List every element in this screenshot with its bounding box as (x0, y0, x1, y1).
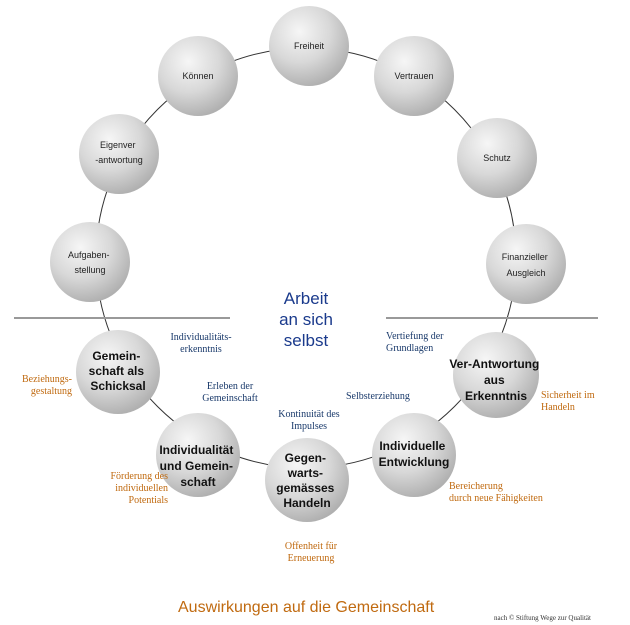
node-eigenverantwortung-line-2: -antwortung (95, 155, 143, 165)
node-gemeinschaft-schicksal-line-1: Gemein- (92, 349, 140, 363)
center-title-line-1: Arbeit (283, 289, 329, 308)
node-individualitaet-gemeinschaft-line-3: schaft (180, 475, 215, 489)
node-label-eigenverantwortung: Eigenver -antwortung (95, 140, 143, 165)
center-title-line-2: an sich (279, 310, 333, 329)
node-gemeinschaft-schicksal-line-3: Schicksal (90, 379, 145, 393)
node-eigenverantwortung-line-1: Eigenver (100, 140, 136, 150)
node-gegenwartsgemaesses-handeln-line-2: warts- (287, 466, 323, 480)
node-finanzieller-ausgleich-line-1: Finanzieller (502, 252, 548, 262)
node-gemeinschaft-schicksal: Gemein- schaft als Schicksal (76, 330, 160, 414)
node-label-schutz: Schutz (483, 153, 511, 163)
node-label-individuelle-entwicklung: Individuelle Entwicklung (379, 439, 450, 469)
node-label-gegenwartsgemaesses-handeln: Gegen- warts- gemässes Handeln (276, 451, 337, 510)
annotation-individualitaetserkenntnis: Individualitäts- erkenntnis (170, 332, 232, 355)
cycle-ring (95, 47, 517, 469)
annotation-sicherheit: Sicherheit im Handeln (541, 390, 595, 413)
node-aufgabenstellung-line-1: Aufgaben- (68, 250, 110, 260)
node-gegenwartsgemaesses-handeln-line-1: Gegen- (285, 451, 326, 465)
annotation-offenheit: Offenheit für Erneuerung (284, 541, 338, 564)
node-verantwortung-erkenntnis-line-2: aus (484, 373, 505, 387)
footer-title: Auswirkungen auf die Gemeinschaft (178, 599, 435, 616)
node-label-aufgabenstellung: Aufgaben- stellung (68, 250, 112, 275)
node-gegenwartsgemaesses-handeln-line-4: Handeln (283, 496, 330, 510)
annotation-erleben: Erleben der Gemeinschaft (202, 381, 258, 404)
node-finanzieller-ausgleich: Finanzieller Ausgleich (486, 224, 566, 304)
node-vertrauen: Vertrauen (374, 36, 454, 116)
node-koennen: Können (158, 36, 238, 116)
node-gemeinschaft-schicksal-line-2: schaft als (89, 364, 145, 378)
node-verantwortung-erkenntnis-line-3: Erkenntnis (465, 389, 527, 403)
node-individualitaet-gemeinschaft-line-2: und Gemein- (160, 459, 233, 473)
node-label-koennen: Können (182, 71, 213, 81)
node-label-gemeinschaft-schicksal: Gemein- schaft als Schicksal (89, 349, 148, 393)
node-verantwortung-erkenntnis-line-1: Ver-Antwortung (449, 357, 539, 371)
annotation-beziehungsgestaltung: Beziehungs- gestaltung (22, 374, 72, 397)
node-eigenverantwortung: Eigenver -antwortung (79, 114, 159, 194)
node-label-verantwortung-erkenntnis: Ver-Antwortung aus Erkenntnis (449, 357, 542, 403)
node-finanzieller-ausgleich-line-2: Ausgleich (506, 268, 545, 278)
node-gegenwartsgemaesses-handeln-line-3: gemässes (276, 481, 334, 495)
node-aufgabenstellung: Aufgaben- stellung (50, 222, 130, 302)
node-individualitaet-gemeinschaft-line-1: Individualität (159, 443, 233, 457)
center-title: Arbeit an sich selbst (258, 288, 354, 351)
node-aufgabenstellung-line-2: stellung (74, 265, 105, 275)
annotation-bereicherung: Bereicherung durch neue Fähigkeiten (449, 481, 543, 504)
node-vertrauen-line-1: Vertrauen (394, 71, 433, 81)
node-gegenwartsgemaesses-handeln: Gegen- warts- gemässes Handeln (265, 438, 349, 522)
node-freiheit: Freiheit (269, 6, 349, 86)
node-koennen-line-1: Können (182, 71, 213, 81)
node-label-finanzieller-ausgleich: Finanzieller Ausgleich (502, 252, 551, 278)
node-individuelle-entwicklung: Individuelle Entwicklung (372, 413, 456, 497)
node-label-individualitaet-gemeinschaft: Individualität und Gemein- schaft (159, 443, 236, 489)
credit-note: nach © Stiftung Wege zur Qualität (494, 614, 591, 622)
node-verantwortung-erkenntnis: Ver-Antwortung aus Erkenntnis (449, 332, 542, 418)
annotation-selbsterziehung: Selbsterziehung (346, 391, 410, 402)
node-individuelle-entwicklung-line-1: Individuelle (379, 439, 445, 453)
node-schutz-line-1: Schutz (483, 153, 511, 163)
node-label-freiheit: Freiheit (294, 41, 325, 51)
node-individuelle-entwicklung-line-2: Entwicklung (379, 455, 450, 469)
node-schutz: Schutz (457, 118, 537, 198)
node-freiheit-line-1: Freiheit (294, 41, 325, 51)
node-individualitaet-gemeinschaft: Individualität und Gemein- schaft (156, 413, 240, 497)
annotation-foerderung: Förderung des individuellen Potentials (110, 471, 169, 506)
center-title-line-3: selbst (283, 331, 329, 350)
node-label-vertrauen: Vertrauen (394, 71, 433, 81)
annotation-vertiefung: Vertiefung der Grundlagen (386, 331, 444, 354)
annotation-kontinuitaet: Kontinuität des Impulses (278, 409, 340, 432)
